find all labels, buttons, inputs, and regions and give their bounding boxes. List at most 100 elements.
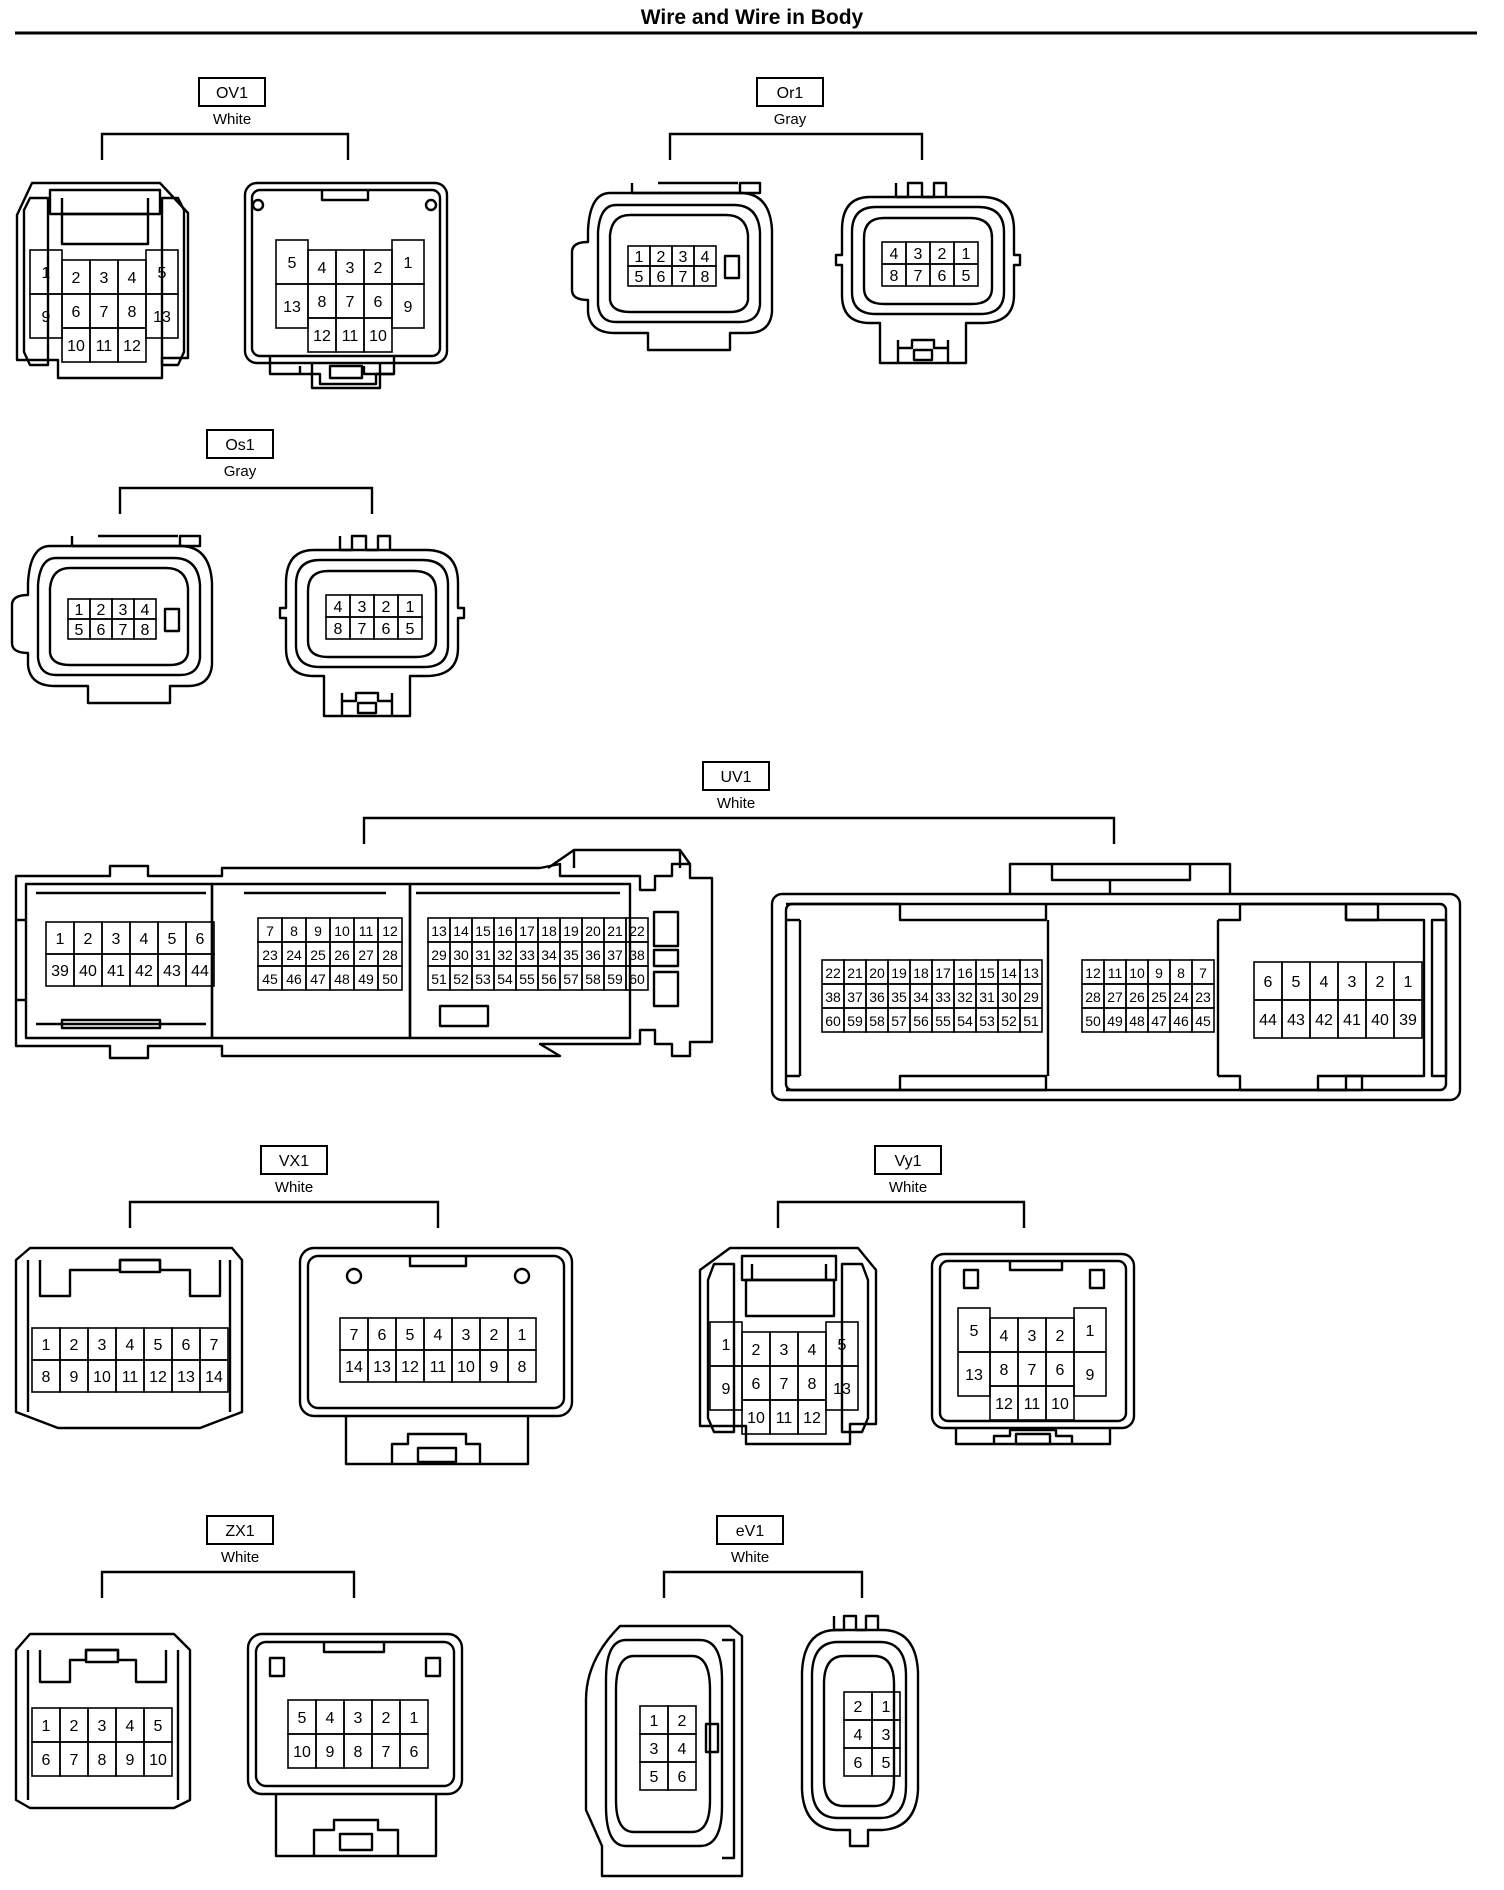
pin-number: 4 bbox=[1000, 1328, 1009, 1345]
pin-number: 8 bbox=[354, 1744, 363, 1761]
pin-number: 3 bbox=[98, 1718, 107, 1735]
connector-code-box bbox=[716, 1515, 784, 1545]
connector-code: Vy1 bbox=[895, 1153, 922, 1170]
pin-number: 6 bbox=[854, 1755, 863, 1772]
connector-code-box bbox=[206, 1515, 274, 1545]
pin-cell bbox=[363, 317, 393, 353]
pin-number: 46 bbox=[1173, 1013, 1189, 1029]
connector-bracket bbox=[668, 132, 924, 160]
pin-number: 5 bbox=[406, 1327, 415, 1344]
pin-number: 11 bbox=[96, 338, 113, 355]
connector-bracket bbox=[362, 816, 1116, 844]
pin-number: 3 bbox=[650, 1741, 659, 1758]
pin-number: 28 bbox=[1085, 989, 1101, 1005]
pin-number: 41 bbox=[107, 963, 125, 980]
pin-number: 14 bbox=[1001, 965, 1017, 981]
pin-number: 48 bbox=[334, 971, 350, 987]
pin-number: 18 bbox=[541, 923, 557, 939]
pin-number: 1 bbox=[410, 1710, 419, 1727]
pin-number: 20 bbox=[585, 923, 601, 939]
pin-number: 14 bbox=[205, 1369, 223, 1386]
pin-number: 39 bbox=[1399, 1012, 1417, 1029]
pin-number: 7 bbox=[1028, 1362, 1037, 1379]
pin-number: 25 bbox=[1151, 989, 1167, 1005]
pin-number: 2 bbox=[382, 599, 391, 616]
pin-number: 5 bbox=[154, 1337, 163, 1354]
pin-number: 6 bbox=[42, 1752, 51, 1769]
pin-number: 5 bbox=[406, 621, 415, 638]
pin-number: 16 bbox=[957, 965, 973, 981]
pin-number: 6 bbox=[1056, 1362, 1065, 1379]
connector-code-box bbox=[198, 77, 266, 107]
zx1-female-body bbox=[14, 1632, 192, 1810]
pin-number: 5 bbox=[882, 1755, 891, 1772]
pin-number: 6 bbox=[374, 294, 383, 311]
or1-female-body bbox=[570, 181, 774, 352]
pin-number: 9 bbox=[126, 1752, 135, 1769]
pin-number: 6 bbox=[382, 621, 391, 638]
connector-color: Gray bbox=[774, 111, 807, 128]
pin-number: 31 bbox=[979, 989, 995, 1005]
pin-number: 51 bbox=[1023, 1013, 1039, 1029]
pin-number: 4 bbox=[1320, 974, 1329, 991]
pin-number: 22 bbox=[825, 965, 841, 981]
pin-number: 7 bbox=[358, 621, 367, 638]
pin-number: 53 bbox=[475, 971, 491, 987]
pin-cell bbox=[397, 616, 423, 640]
pin-number: 24 bbox=[286, 947, 302, 963]
pin-number: 12 bbox=[313, 328, 331, 345]
pin-number: 4 bbox=[128, 270, 137, 287]
pin-cell bbox=[693, 265, 717, 287]
pin-number: 4 bbox=[141, 602, 150, 619]
pin-number: 58 bbox=[869, 1013, 885, 1029]
pin-cell bbox=[133, 618, 157, 640]
pin-number: 3 bbox=[462, 1327, 471, 1344]
vy1-female-body bbox=[698, 1246, 878, 1446]
pin-number: 7 bbox=[70, 1752, 79, 1769]
pin-number: 2 bbox=[70, 1718, 79, 1735]
pin-number: 14 bbox=[453, 923, 469, 939]
pin-number: 12 bbox=[803, 1410, 821, 1427]
pin-number: 9 bbox=[722, 1381, 731, 1398]
pin-number: 5 bbox=[158, 265, 167, 282]
connector-code-box bbox=[874, 1145, 942, 1175]
pin-cell bbox=[377, 965, 403, 991]
pin-number: 47 bbox=[1151, 1013, 1167, 1029]
pin-number: 11 bbox=[430, 1359, 447, 1376]
pin-cell bbox=[143, 1741, 173, 1777]
pin-number: 32 bbox=[957, 989, 973, 1005]
pin-number: 50 bbox=[382, 971, 398, 987]
pin-number: 3 bbox=[1348, 974, 1357, 991]
pin-number: 2 bbox=[1376, 974, 1385, 991]
pin-number: 41 bbox=[1343, 1012, 1361, 1029]
pin-number: 43 bbox=[1287, 1012, 1305, 1029]
os1-female-body bbox=[10, 534, 214, 705]
pin-number: 11 bbox=[359, 923, 374, 939]
os1-male-body bbox=[278, 534, 466, 718]
pin-number: 9 bbox=[1086, 1367, 1095, 1384]
pin-number: 36 bbox=[585, 947, 601, 963]
connector-code-box bbox=[260, 1145, 328, 1175]
pin-number: 5 bbox=[75, 622, 84, 639]
zx1-male-body bbox=[246, 1632, 464, 1858]
pin-number: 1 bbox=[404, 255, 413, 272]
pin-cell bbox=[391, 283, 425, 329]
pin-number: 21 bbox=[607, 923, 623, 939]
pin-number: 57 bbox=[891, 1013, 907, 1029]
pin-number: 2 bbox=[678, 1713, 687, 1730]
pin-number: 4 bbox=[854, 1727, 863, 1744]
pin-number: 8 bbox=[98, 1752, 107, 1769]
